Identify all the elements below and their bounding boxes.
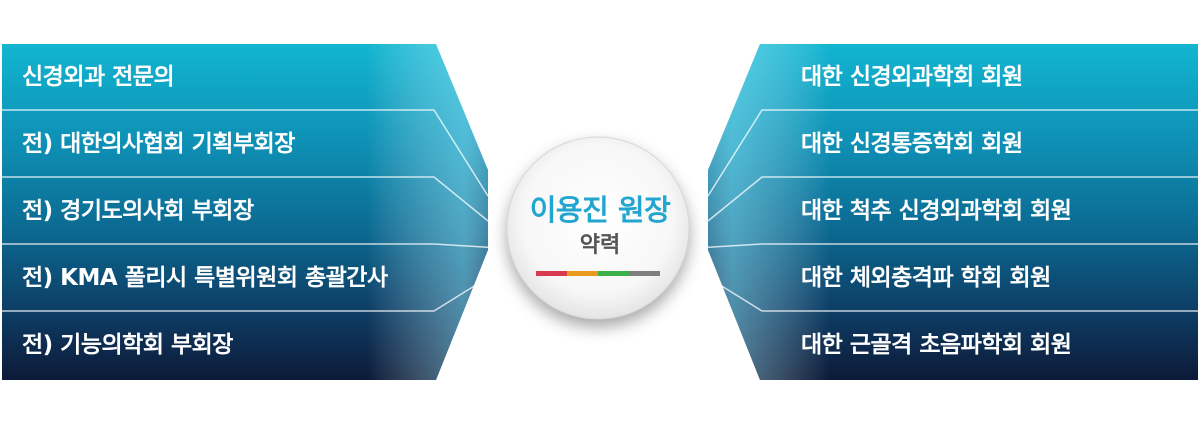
right-item-3: 대한 척추 신경외과학회 회원 xyxy=(801,198,1072,224)
center-hub xyxy=(506,136,690,320)
left-divider-1 xyxy=(2,109,489,197)
left-ribbon-group xyxy=(2,44,501,380)
left-item-2: 전) 대한의사협회 기획부회장 xyxy=(22,131,295,157)
right-ribbon-sheen xyxy=(708,44,1198,380)
right-item-2: 대한 신경통증학회 회원 xyxy=(801,131,1023,157)
hub-subtitle: 약력 xyxy=(579,233,621,258)
left-item-4: 전) KMA 폴리시 특별위원회 총괄간사 xyxy=(22,265,388,291)
hub-bar-green xyxy=(598,271,629,276)
hub-circle xyxy=(507,137,689,319)
left-divider-3 xyxy=(2,243,501,249)
right-ribbon-group xyxy=(695,44,1198,380)
hub-bar-orange xyxy=(567,271,598,276)
left-divider-4 xyxy=(2,269,501,312)
right-divider-1 xyxy=(707,109,1198,197)
left-item-5: 전) 기능의학회 부회장 xyxy=(22,332,233,358)
right-item-1: 대한 신경외과학회 회원 xyxy=(801,64,1023,90)
hub-bar-red xyxy=(536,271,567,276)
right-item-5: 대한 근골격 초음파학회 회원 xyxy=(801,332,1072,358)
right-divider-2 xyxy=(707,176,1198,222)
right-divider-4 xyxy=(695,269,1198,312)
hub-color-bar xyxy=(536,271,660,276)
right-item-4: 대한 체외충격파 학회 회원 xyxy=(801,265,1051,291)
left-ribbon-sheen xyxy=(2,44,488,380)
left-divider-2 xyxy=(2,176,489,222)
left-item-3: 전) 경기도의사회 부회장 xyxy=(22,198,254,224)
right-divider-3 xyxy=(695,243,1198,249)
hub-title: 이용진 원장 xyxy=(529,193,671,227)
left-item-1: 신경외과 전문의 xyxy=(22,64,175,90)
hub-bar-gray xyxy=(629,271,660,276)
